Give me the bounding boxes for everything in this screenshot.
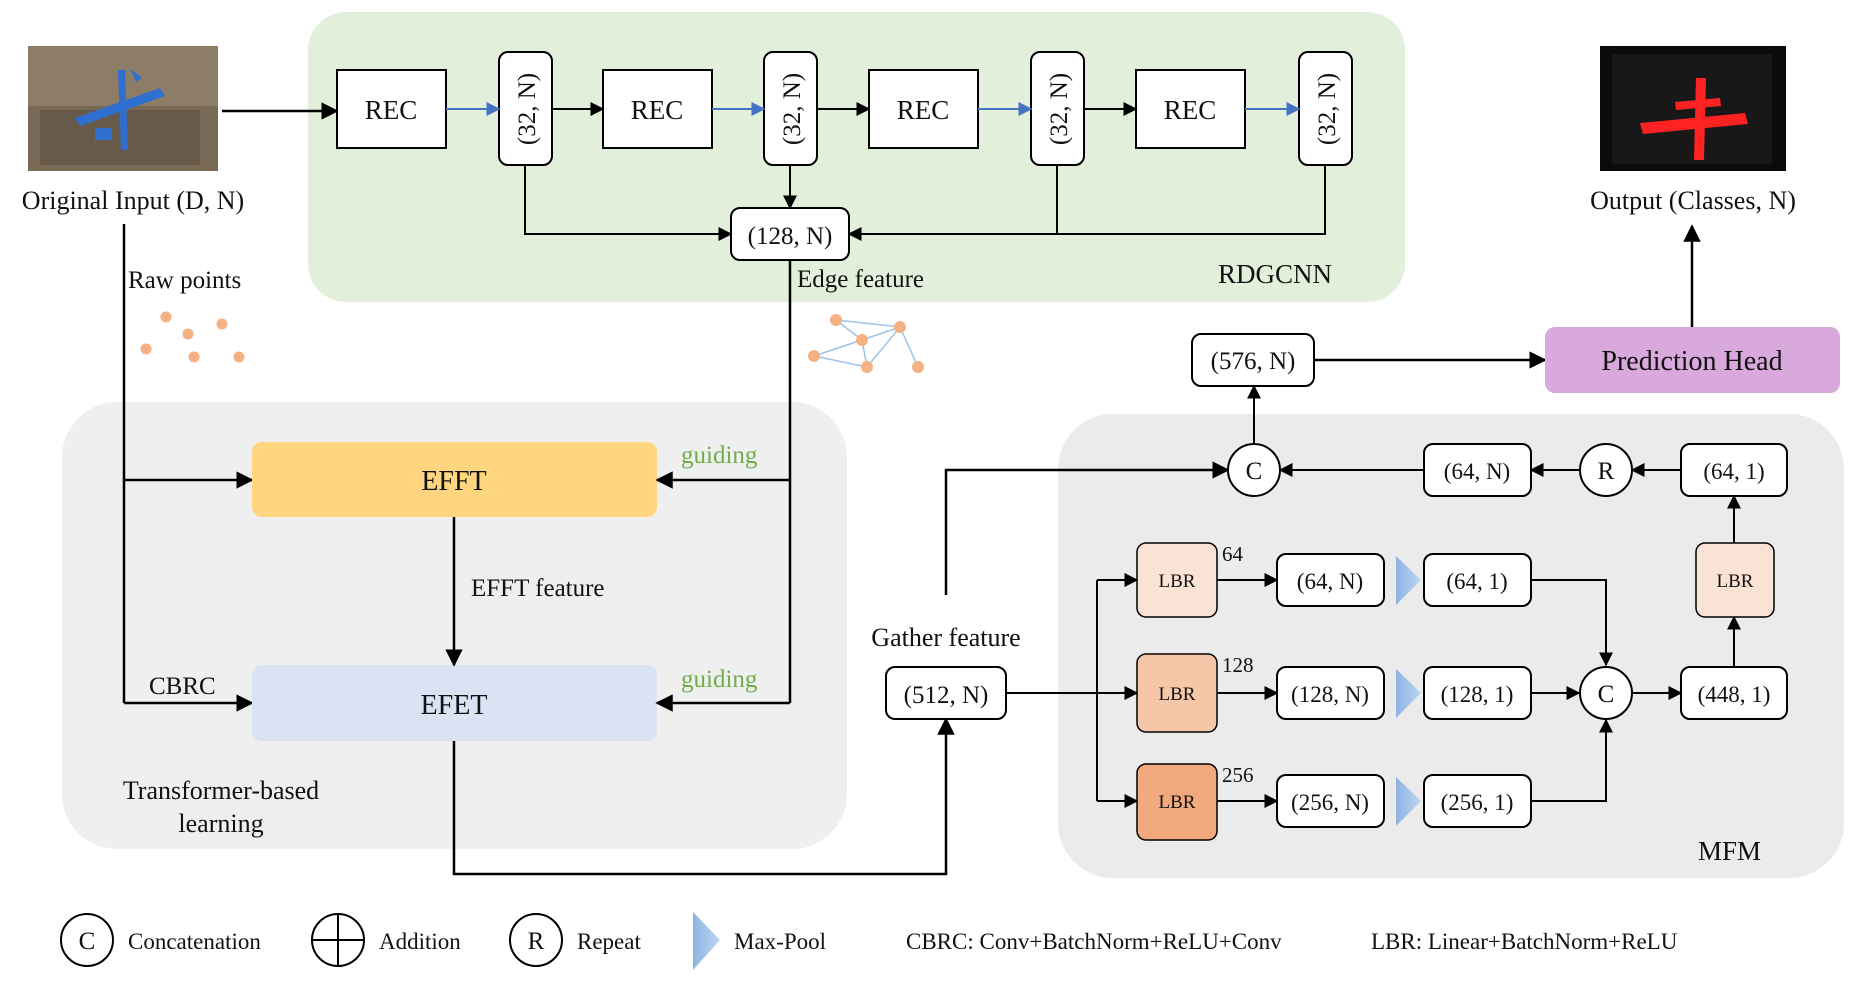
- efft-feature-label: EFFT feature: [471, 575, 605, 602]
- mfm-panel: [1058, 414, 1844, 878]
- legend-maxpool-label: Max-Pool: [734, 929, 826, 954]
- legend-concat-icon: [60, 913, 114, 967]
- lbr-label-128: LBR: [1159, 684, 1196, 705]
- transformer-title-line1: Transformer-based: [123, 776, 319, 805]
- branch-feat-label-64: (64, N): [1297, 569, 1363, 594]
- gather-node-label: (512, N): [904, 682, 989, 709]
- final-feat-label: (576, N): [1211, 348, 1296, 375]
- branch-pooled-label-64: (64, 1): [1446, 569, 1507, 594]
- feat-32-label-3: (32, N): [1046, 73, 1073, 145]
- guiding-label-1: guiding: [681, 442, 758, 469]
- rec-label-3: REC: [897, 95, 950, 125]
- lbr-label-256: LBR: [1159, 792, 1196, 813]
- concat-out-label: (448, 1): [1698, 682, 1771, 707]
- feat-32-label-2: (32, N): [779, 73, 806, 145]
- rec-block-4: [1135, 69, 1246, 149]
- feat-32-label-4: (32, N): [1314, 73, 1341, 145]
- branch-feat-128: [1276, 666, 1385, 720]
- branch-pooled-label-128: (128, 1): [1441, 682, 1514, 707]
- output-label: Output (Classes, N): [1590, 186, 1796, 215]
- repeat-symbol: R: [1598, 458, 1615, 485]
- maxpool-icon-2: [1396, 669, 1421, 718]
- efft-block: [252, 442, 657, 517]
- gather-feature-label: Gather feature: [871, 623, 1020, 652]
- transformer-title-line2: learning: [178, 809, 263, 838]
- lbr-label-64: LBR: [1159, 571, 1196, 592]
- maxpool-icon-3: [1396, 777, 1421, 826]
- feat-32-label-1: (32, N): [514, 73, 541, 145]
- lbr-dim-256: 256: [1222, 763, 1254, 787]
- legend-maxpool-icon: [693, 912, 720, 970]
- mfm-title: MFM: [1698, 836, 1761, 866]
- rdgcnn-title: RDGCNN: [1218, 259, 1332, 289]
- input-pointcloud-image: [28, 46, 218, 171]
- legend-repeat-label: Repeat: [577, 929, 641, 954]
- repeat-out-label: (64, N): [1444, 459, 1510, 484]
- legend-addition-icon: [311, 913, 365, 967]
- cbrc-label: CBRC: [149, 673, 216, 700]
- legend-repeat-symbol: R: [528, 928, 545, 955]
- concat-symbol-upper: C: [1246, 458, 1263, 485]
- rdgcnn-panel: [308, 12, 1405, 302]
- concat-symbol-lower: C: [1598, 681, 1615, 708]
- legend-concat-label: Concatenation: [128, 929, 261, 954]
- guiding-label-2: guiding: [681, 666, 758, 693]
- legend-lbr-def: LBR: Linear+BatchNorm+ReLU: [1371, 929, 1678, 954]
- lbr-dim-64: 64: [1222, 542, 1244, 566]
- rec-label-1: REC: [365, 95, 418, 125]
- legend-cbrc-def: CBRC: Conv+BatchNorm+ReLU+Conv: [906, 929, 1282, 954]
- lbr-dim-128: 128: [1222, 653, 1254, 677]
- legend-repeat-icon: [509, 913, 563, 967]
- maxpool-icon-1: [1396, 556, 1421, 605]
- lbr-label-out: LBR: [1717, 571, 1754, 592]
- lbr-out-label: (64, 1): [1703, 459, 1764, 484]
- prediction-head-block: [1545, 327, 1840, 393]
- rec-label-4: REC: [1164, 95, 1217, 125]
- rec-label-2: REC: [631, 95, 684, 125]
- input-label: Original Input (D, N): [22, 186, 244, 215]
- raw-points-icon: [140, 311, 245, 363]
- rec-block-2: [602, 69, 713, 149]
- prediction-head-label: Prediction Head: [1601, 346, 1782, 377]
- legend-addition-label: Addition: [379, 929, 461, 954]
- edge-graph-icon: [808, 314, 924, 373]
- edge-feature-node-label: (128, N): [748, 223, 833, 250]
- efet-label: EFET: [421, 690, 488, 721]
- efet-block: [252, 665, 657, 741]
- raw-points-label: Raw points: [128, 267, 241, 294]
- branch-feat-64: [1276, 553, 1385, 607]
- efft-label: EFFT: [421, 466, 486, 497]
- edge-feature-label: Edge feature: [797, 266, 924, 293]
- branch-pooled-label-256: (256, 1): [1441, 790, 1514, 815]
- branch-feat-256: [1276, 774, 1385, 828]
- branch-feat-label-256: (256, N): [1291, 790, 1369, 815]
- legend-concat-symbol: C: [79, 928, 96, 955]
- output-pointcloud-image: [1600, 46, 1786, 171]
- branch-feat-label-128: (128, N): [1291, 682, 1369, 707]
